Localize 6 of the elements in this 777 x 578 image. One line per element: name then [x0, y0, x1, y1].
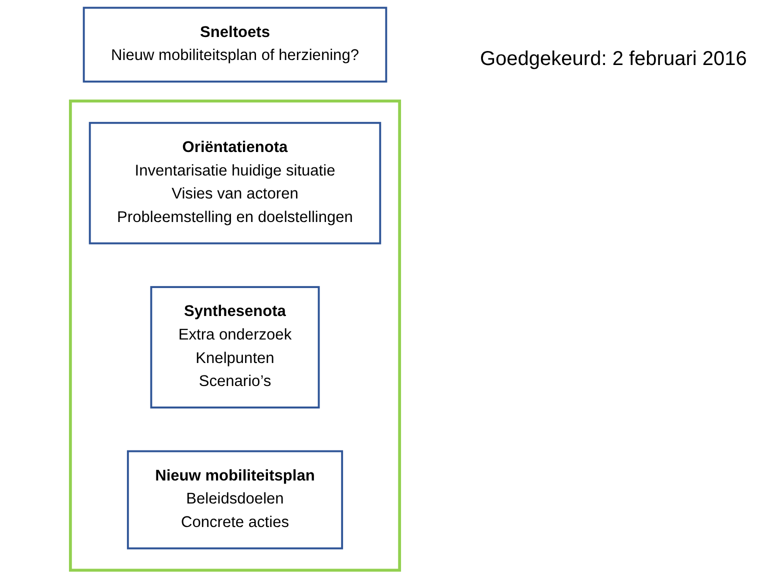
node-box: Oriëntatienota Inventarisatie huidige situatie Visies van actoren Probleemstelling en doelstellingen: [88, 122, 382, 244]
node-box: Nieuw mobiliteitsplan Beleidsdoelen Concrete acties: [126, 450, 344, 550]
approval-note: Goedgekeurd: 2 februari 2016: [480, 48, 748, 71]
node-box: Synthesenota Extra onderzoek Knelpunten Scenario’s: [150, 286, 320, 408]
node-box: Sneltoets Nieuw mobiliteitsplan of herziening?: [82, 6, 388, 83]
cluster: [68, 100, 402, 572]
